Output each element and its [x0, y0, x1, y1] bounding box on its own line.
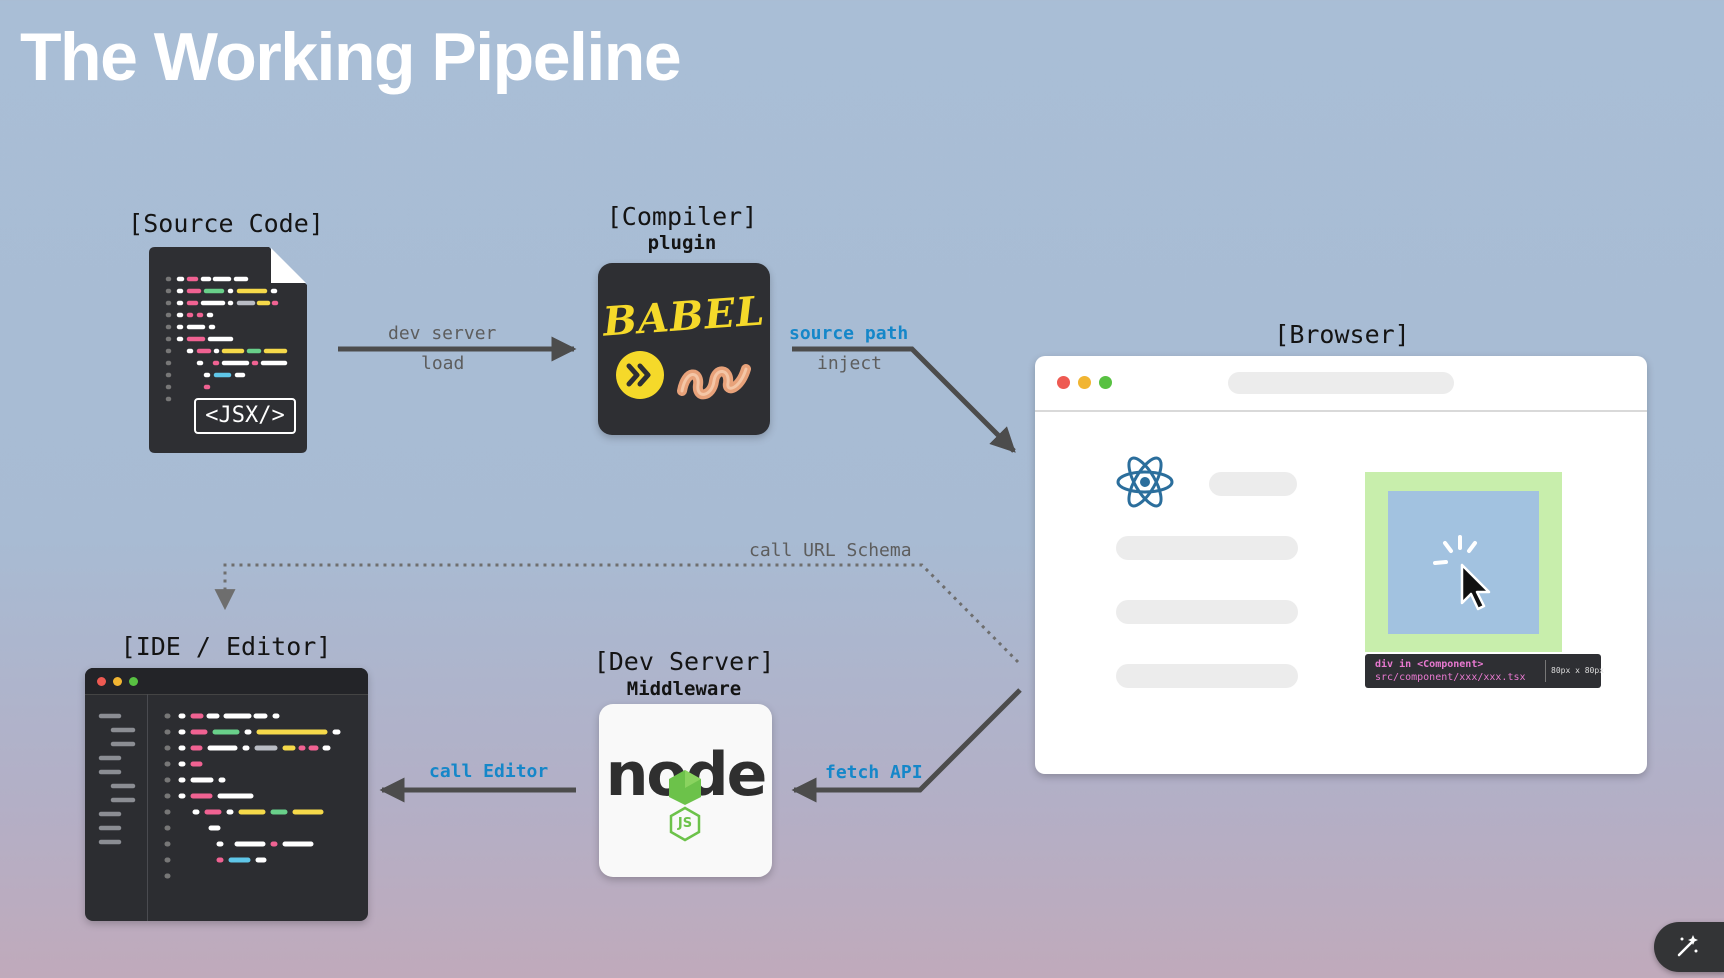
edge-label-dev-server: dev server — [388, 323, 497, 344]
maximize-dot-icon[interactable] — [1099, 376, 1112, 389]
node-hexagon-icon — [669, 770, 701, 805]
file-icon — [149, 247, 307, 453]
inspector-path-text: src/component/xxx/xxx.tsx — [1375, 672, 1526, 683]
browser-toolbar — [1035, 356, 1647, 412]
compiler-label: [Compiler] — [606, 202, 758, 231]
source-code-label: [Source Code] — [128, 209, 324, 238]
ide-sidebar-divider — [147, 694, 148, 921]
dev-server-sublabel: Middleware — [626, 678, 742, 700]
placeholder-bar — [1116, 536, 1298, 560]
arrow-browser-to-devserver — [791, 688, 1022, 803]
js-badge-label: JS — [677, 816, 693, 831]
edge-label-inject: inject — [817, 353, 883, 374]
component-highlight — [1365, 472, 1562, 652]
page-title: The Working Pipeline — [20, 19, 682, 95]
inspector-tooltip: div in <Component> src/component/xxx/xxx… — [1365, 654, 1604, 688]
placeholder-bar — [1209, 472, 1297, 496]
dev-server-label: [Dev Server] — [593, 647, 775, 676]
ide-window — [85, 668, 368, 921]
edge-label-call-editor: call Editor — [429, 761, 549, 782]
close-dot-icon[interactable] — [1057, 376, 1070, 389]
placeholder-bar — [1116, 664, 1298, 688]
address-bar[interactable] — [1228, 372, 1454, 394]
maximize-dot-icon[interactable] — [129, 677, 138, 686]
compiler-sublabel: plugin — [647, 232, 717, 254]
react-icon — [1116, 456, 1174, 508]
inspector-divider — [1545, 660, 1546, 682]
cursor-icon — [1433, 535, 1491, 611]
browser-window: div in <Component> src/component/xxx/xxx… — [1035, 356, 1647, 774]
compiler-card: BABEL — [598, 263, 770, 435]
magic-wand-icon — [1677, 935, 1698, 957]
babel-logo: BABEL — [601, 287, 767, 346]
edge-label-source-path: source path — [789, 323, 909, 344]
magic-wand-button[interactable] — [1654, 922, 1724, 972]
minimize-dot-icon[interactable] — [1078, 376, 1091, 389]
edge-label-fetch-api: fetch API — [825, 762, 923, 783]
placeholder-bar — [1116, 600, 1298, 624]
jsx-badge: <JSX/> — [205, 403, 285, 428]
inspector-element-text: div in <Component> — [1375, 659, 1484, 670]
dev-server-card: node JS — [599, 704, 772, 877]
edge-label-call-url-schema: call URL Schema — [749, 540, 912, 561]
ide-code-lines — [98, 713, 341, 879]
js-badge-icon — [669, 806, 701, 842]
component-content-box — [1388, 491, 1539, 634]
babel-icons — [616, 351, 751, 400]
source-file-card: <JSX/> — [149, 247, 307, 453]
edge-label-load: load — [421, 353, 465, 374]
minimize-dot-icon[interactable] — [113, 677, 122, 686]
arrow-compiler-to-browser — [792, 346, 1016, 453]
ide-titlebar — [85, 668, 368, 695]
inspector-size-text: 80px x 80px — [1551, 666, 1604, 675]
ide-label: [IDE / Editor] — [120, 632, 332, 661]
close-dot-icon[interactable] — [97, 677, 106, 686]
browser-label: [Browser] — [1274, 320, 1410, 349]
